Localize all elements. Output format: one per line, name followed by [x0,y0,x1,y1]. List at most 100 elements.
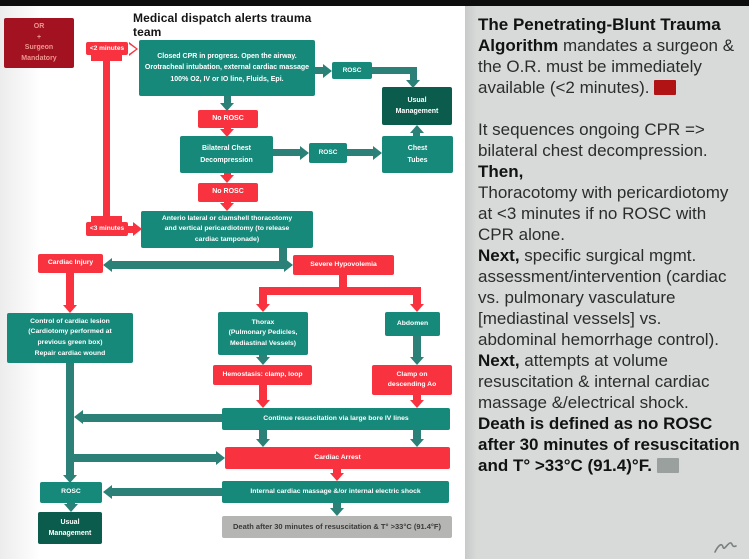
arrow-head [284,258,293,272]
arrow-segment [259,430,267,440]
node-death-definition: Death after 30 minutes of resuscitation … [222,516,452,538]
arrow-head [103,485,112,499]
arrow-segment [279,247,287,265]
arrow-head [103,258,112,272]
arrow-segment [333,503,341,509]
arrow-head [220,175,234,183]
node-thorax: Thorax (Pulmonary Pedicles, Mediastinal … [218,312,308,355]
arrow-segment [112,261,287,269]
arrow-segment [259,385,267,401]
panel-p1-bold: The Penetrating-Blunt Trauma Algorithm [478,15,721,55]
timeline-connector [103,55,110,222]
flowchart-title: Medical dispatch alerts trauma team [133,11,312,39]
panel-p3-bold: Then, [478,162,524,181]
arrow-segment [339,275,347,289]
arrow-segment [259,287,421,295]
node-rosc-1: ROSC [332,62,372,79]
arrow-head [330,508,344,516]
arrow-head [74,410,83,424]
panel-p6-bold: Death is defined as no ROSC after 30 min… [478,414,740,475]
node-cardiac-injury: Cardiac Injury [38,254,103,273]
arrow-head [63,475,77,483]
node-usual-management-1: Usual Management [382,87,452,125]
node-closed-cpr: Closed CPR in progress. Open the airway.… [139,40,315,96]
node-abdomen: Abdomen [385,312,440,336]
arrow-segment [224,96,231,104]
node-thoracotomy: Anterio lateral or clamshell thoracotomy… [141,211,313,248]
arrow-segment [372,67,417,74]
arrow-segment [410,67,417,80]
arrow-segment [259,355,267,358]
arrow-head [406,80,420,88]
arrow-head [63,305,77,313]
panel-p5-bold: Next, [478,351,520,370]
arrow-head [220,103,234,111]
timeline-cap [91,216,122,222]
arrow-segment [413,430,421,440]
node-bilateral-chest-decompression: Bilateral Chest Decompression [180,136,273,173]
node-cardiac-arrest: Cardiac Arrest [225,447,450,469]
arrow-segment [413,295,421,305]
arrow-head [300,146,309,160]
arrow-head [216,451,225,465]
panel-p3-text: Thoracotomy with pericardiotomy at <3 mi… [478,183,729,244]
pen-squiggle-mark [714,542,737,553]
arrow-head [410,304,424,312]
explanation-panel: The Penetrating-Blunt Trauma Algorithm m… [465,6,749,559]
node-no-rosc-1: No ROSC [198,110,258,128]
arrow-head [256,304,270,312]
node-control-cardiac-lesion: Control of cardiac lesion (Cardiotomy pe… [7,313,133,363]
arrow-head [323,64,332,78]
node-continue-resuscitation: Continue resuscitation via large bore IV… [222,408,450,430]
node-under-3-minutes: <3 minutes [86,222,128,236]
arrow-segment [347,149,375,156]
arrow-head [133,222,142,236]
arrow-head [330,473,344,481]
node-or-surgeon-mandatory: OR + Surgeon Mandatory [4,18,74,68]
gray-marker-icon [656,458,679,473]
arrow-head [64,504,78,512]
arrow-head [220,129,234,137]
arrow-segment [224,173,231,176]
panel-p4-text: specific surgical mgmt. assessment/inter… [478,246,727,349]
arrow-head [256,439,270,447]
node-usual-management-2: Usual Management [38,512,102,544]
timeline-cap [91,55,122,61]
arrow-segment [83,414,222,422]
arrow-segment [128,226,135,233]
arrow-segment [273,149,302,156]
node-rosc-3: ROSC [40,482,102,503]
arrow-segment [315,67,326,74]
node-under-2-minutes: <2 minutes [86,42,128,55]
panel-paragraph-1: The Penetrating-Blunt Trauma Algorithm m… [478,14,741,98]
arrow-segment [413,132,420,136]
node-no-rosc-2: No ROSC [198,183,258,202]
arrow-segment [259,295,267,305]
node-internal-cardiac-massage: Internal cardiac massage &/or internal e… [222,481,449,503]
panel-p4-bold: Next, [478,246,520,265]
arrow-segment [333,469,341,474]
arrow-head [256,400,270,408]
arrow-segment [112,488,222,496]
arrow-segment [70,454,216,462]
arrow-head [410,439,424,447]
node-clamp-descending-ao: Clamp on descending Ao [372,365,452,395]
arrow-head [220,203,234,211]
node-rosc-2: ROSC [309,143,347,163]
panel-paragraph-2: It sequences ongoing CPR => bilateral ch… [478,119,741,476]
arrow-head-outline-inner [129,44,136,54]
arrow-segment [413,336,421,358]
panel-p5-text: attempts at volume resuscitation & inter… [478,351,710,412]
arrow-head [410,357,424,365]
arrow-head [256,357,270,365]
node-chest-tubes: Chest Tubes [382,136,453,173]
arrow-segment [66,273,74,306]
panel-p1-text: mandates a surgeon & the O.R. must be im… [478,36,735,97]
arrow-head [373,146,382,160]
node-severe-hypovolemia: Severe Hypovolemia [293,255,394,275]
arrow-segment [413,395,421,401]
arrow-segment [66,363,74,476]
node-hemostasis: Hemostasis: clamp, loop [213,365,312,385]
red-marker-icon [654,80,677,95]
